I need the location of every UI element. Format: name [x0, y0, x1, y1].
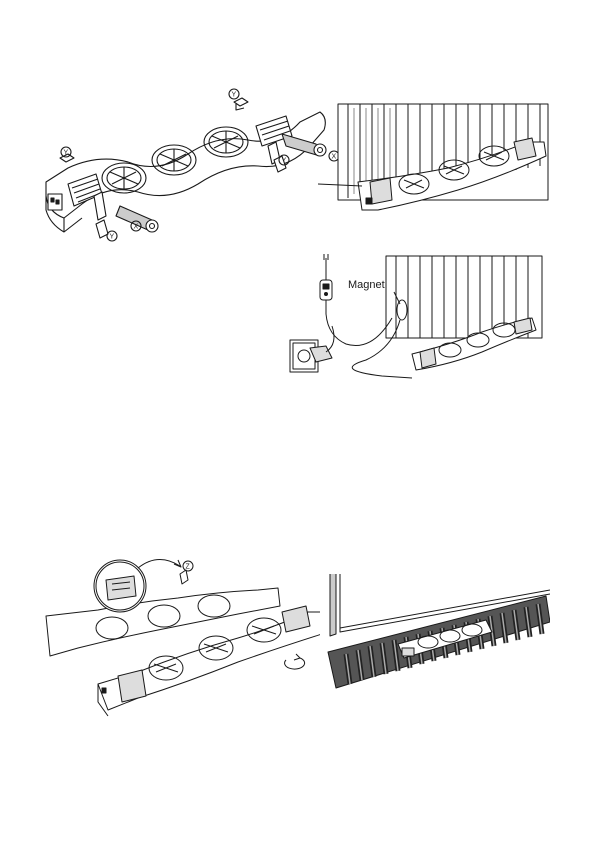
callout-x-bottom: X — [134, 224, 139, 231]
figure-mounting-parts: Y Y Y Y X X — [38, 84, 338, 244]
figure-radiator-mounted — [318, 98, 550, 230]
callout-y-bottom: Y — [110, 234, 115, 241]
callout-y-top: Y — [232, 92, 237, 99]
power-adapter-icon: Magnet — [282, 252, 544, 388]
figure-floor-convector — [326, 574, 550, 692]
fan-unit-icon: Z — [38, 552, 320, 724]
figure-power-connection: Magnet — [282, 252, 544, 388]
callout-y-right: Y — [282, 158, 287, 165]
callout-y-left: Y — [64, 150, 69, 157]
fan-unit-icon: Y Y Y Y X X — [38, 84, 338, 244]
floor-convector-icon — [326, 574, 550, 692]
callout-z: Z — [186, 564, 191, 571]
figure-linking-units: Z — [38, 552, 320, 724]
magnet-label: Magnet — [348, 279, 385, 291]
radiator-icon — [318, 98, 550, 230]
